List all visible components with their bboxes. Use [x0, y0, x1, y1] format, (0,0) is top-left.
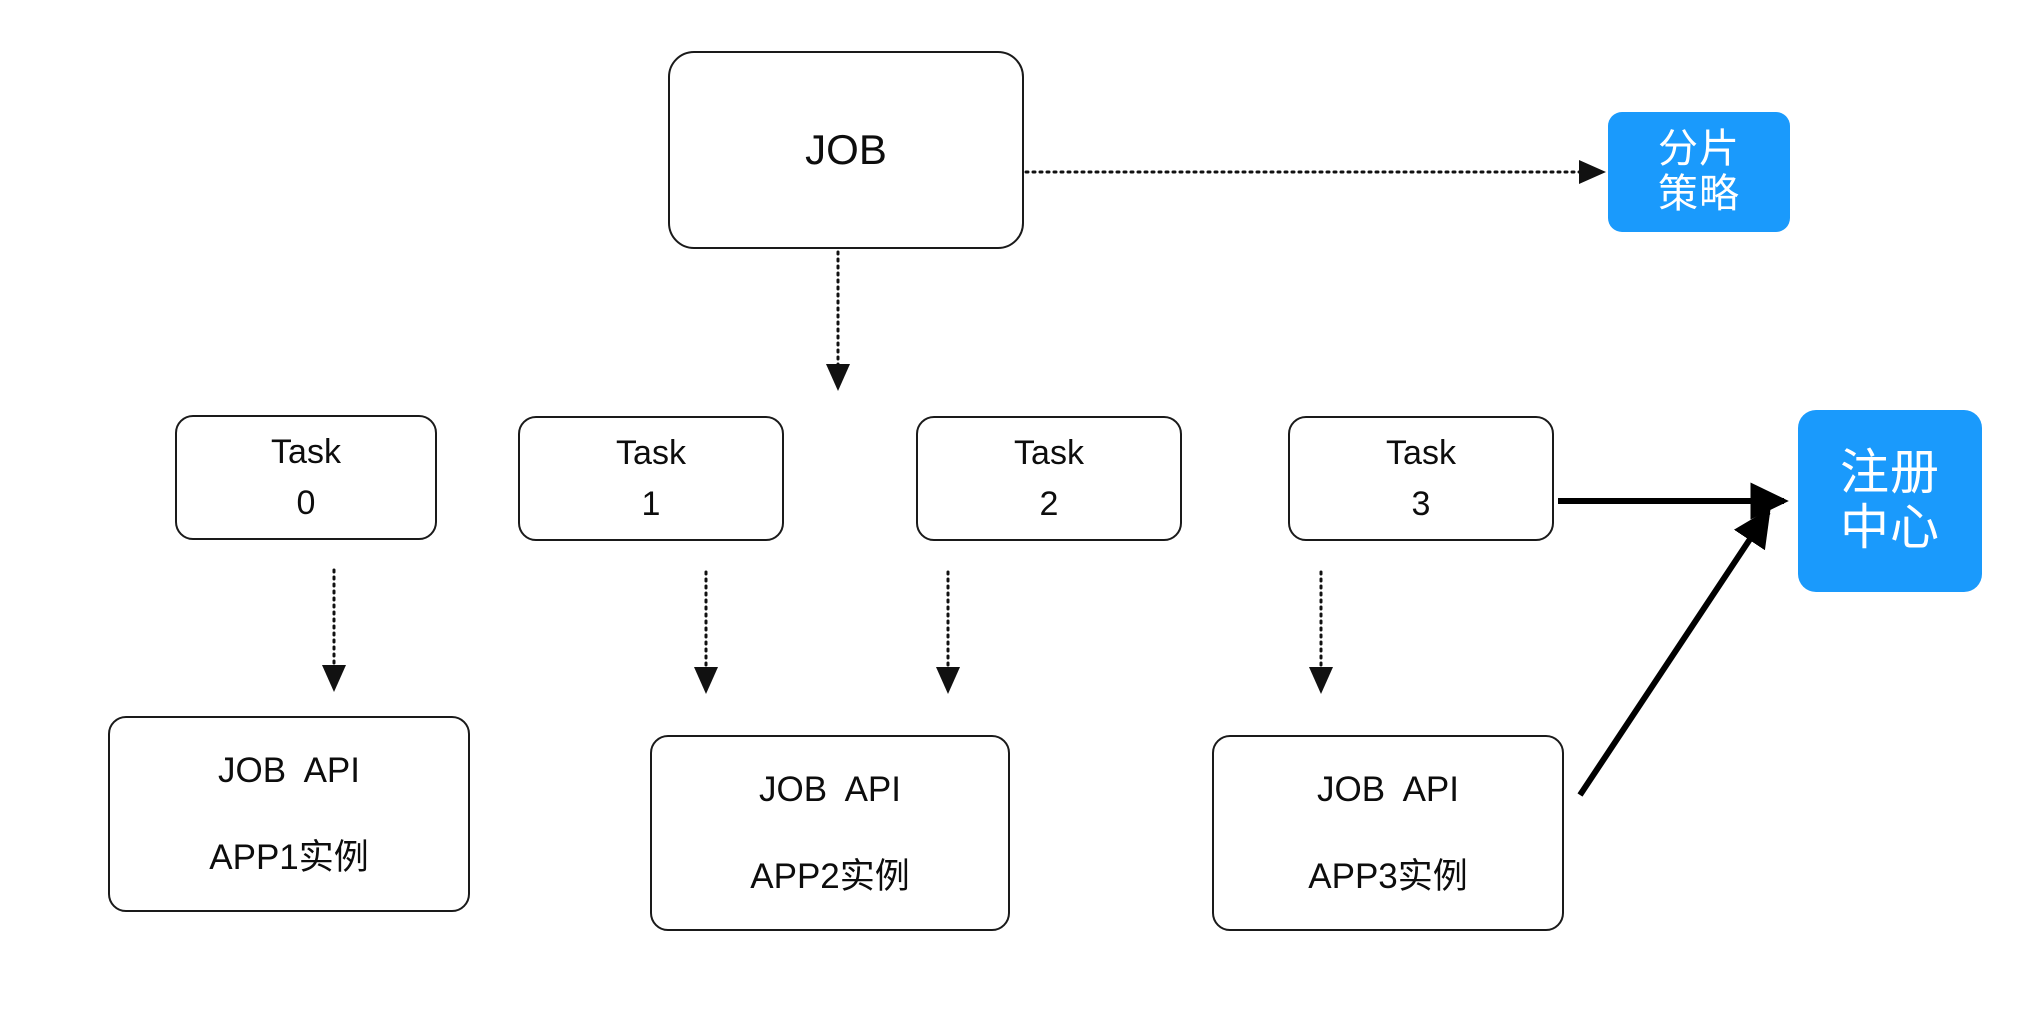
node-shard-strategy-line2: 策略 [1658, 172, 1740, 216]
node-app-2[interactable]: JOB API APP2实例 [650, 735, 1010, 931]
node-app-3-api-label: JOB API [1317, 769, 1459, 809]
node-app-1-instance-label: APP1实例 [209, 838, 369, 877]
node-registry-center[interactable]: 注册 中心 [1798, 410, 1982, 592]
node-shard-strategy[interactable]: 分片 策略 [1608, 112, 1790, 232]
node-app-1[interactable]: JOB API APP1实例 [108, 716, 470, 912]
node-registry-center-line1: 注册 [1839, 446, 1940, 501]
node-job[interactable]: JOB [668, 51, 1024, 249]
node-job-label: JOB [805, 126, 887, 174]
node-app-1-api-label: JOB API [218, 750, 360, 790]
node-shard-strategy-line1: 分片 [1658, 127, 1740, 172]
node-task-2-index: 2 [1039, 485, 1059, 523]
node-task-0-label: Task [271, 432, 341, 471]
node-app-3[interactable]: JOB API APP3实例 [1212, 735, 1564, 931]
node-task-3[interactable]: Task 3 [1288, 416, 1554, 541]
node-task-1-index: 1 [641, 485, 661, 523]
edge-app3-to-registry [1577, 508, 1771, 797]
node-app-2-instance-label: APP2实例 [750, 857, 910, 896]
node-task-2-label: Task [1014, 433, 1084, 472]
node-task-1[interactable]: Task 1 [518, 416, 784, 541]
node-task-2[interactable]: Task 2 [916, 416, 1182, 541]
node-task-0-index: 0 [296, 484, 316, 522]
node-app-2-api-label: JOB API [759, 769, 901, 809]
node-registry-center-line2: 中心 [1839, 501, 1940, 555]
node-app-3-instance-label: APP3实例 [1308, 857, 1468, 896]
node-task-0[interactable]: Task 0 [175, 415, 437, 540]
node-task-3-index: 3 [1411, 485, 1431, 523]
node-task-1-label: Task [616, 433, 686, 472]
node-task-3-label: Task [1386, 433, 1456, 472]
